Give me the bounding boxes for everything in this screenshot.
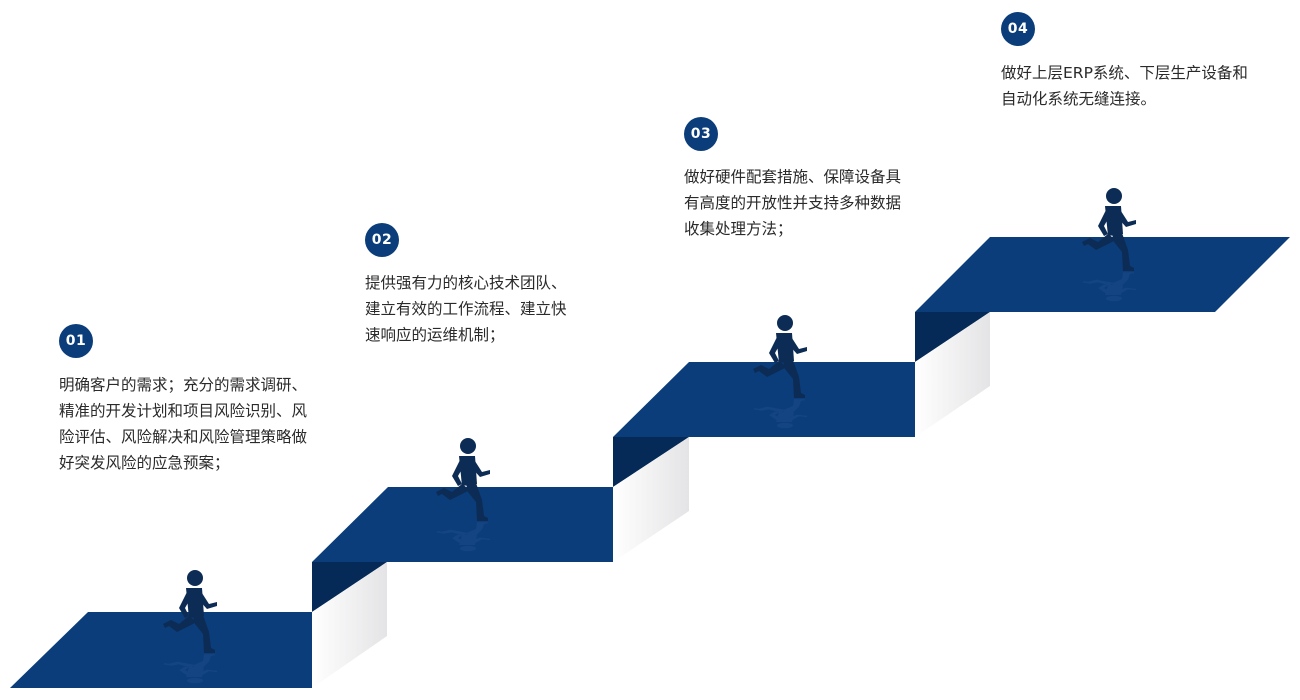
step-4-description: 做好上层ERP系统、下层生产设备和 自动化系统无缝连接。 bbox=[1001, 64, 1248, 108]
step-2-platform bbox=[312, 487, 613, 562]
step-3-platform bbox=[613, 362, 915, 437]
step-3-number-badge: 03 bbox=[684, 117, 718, 151]
step-4-platform bbox=[915, 237, 1290, 312]
step-2-riser-side bbox=[312, 562, 387, 688]
step-3-description: 做好硬件配套措施、保障设备具 有高度的开放性并支持多种数据 收集处理方法； bbox=[684, 168, 902, 238]
step-3-riser-side bbox=[613, 437, 689, 562]
step-1-number-badge: 01 bbox=[59, 324, 93, 358]
step-1-platform bbox=[10, 612, 312, 688]
step-4-riser-side bbox=[915, 312, 990, 437]
step-1-description: 明确客户的需求；充分的需求调研、 精准的开发计划和项目风险识别、风 险评估、风险… bbox=[59, 376, 308, 472]
step-2-number-badge: 02 bbox=[365, 223, 399, 257]
step-2-description: 提供强有力的核心技术团队、 建立有效的工作流程、建立快 速响应的运维机制； bbox=[365, 274, 567, 344]
step-4-number-badge: 04 bbox=[1001, 12, 1035, 46]
